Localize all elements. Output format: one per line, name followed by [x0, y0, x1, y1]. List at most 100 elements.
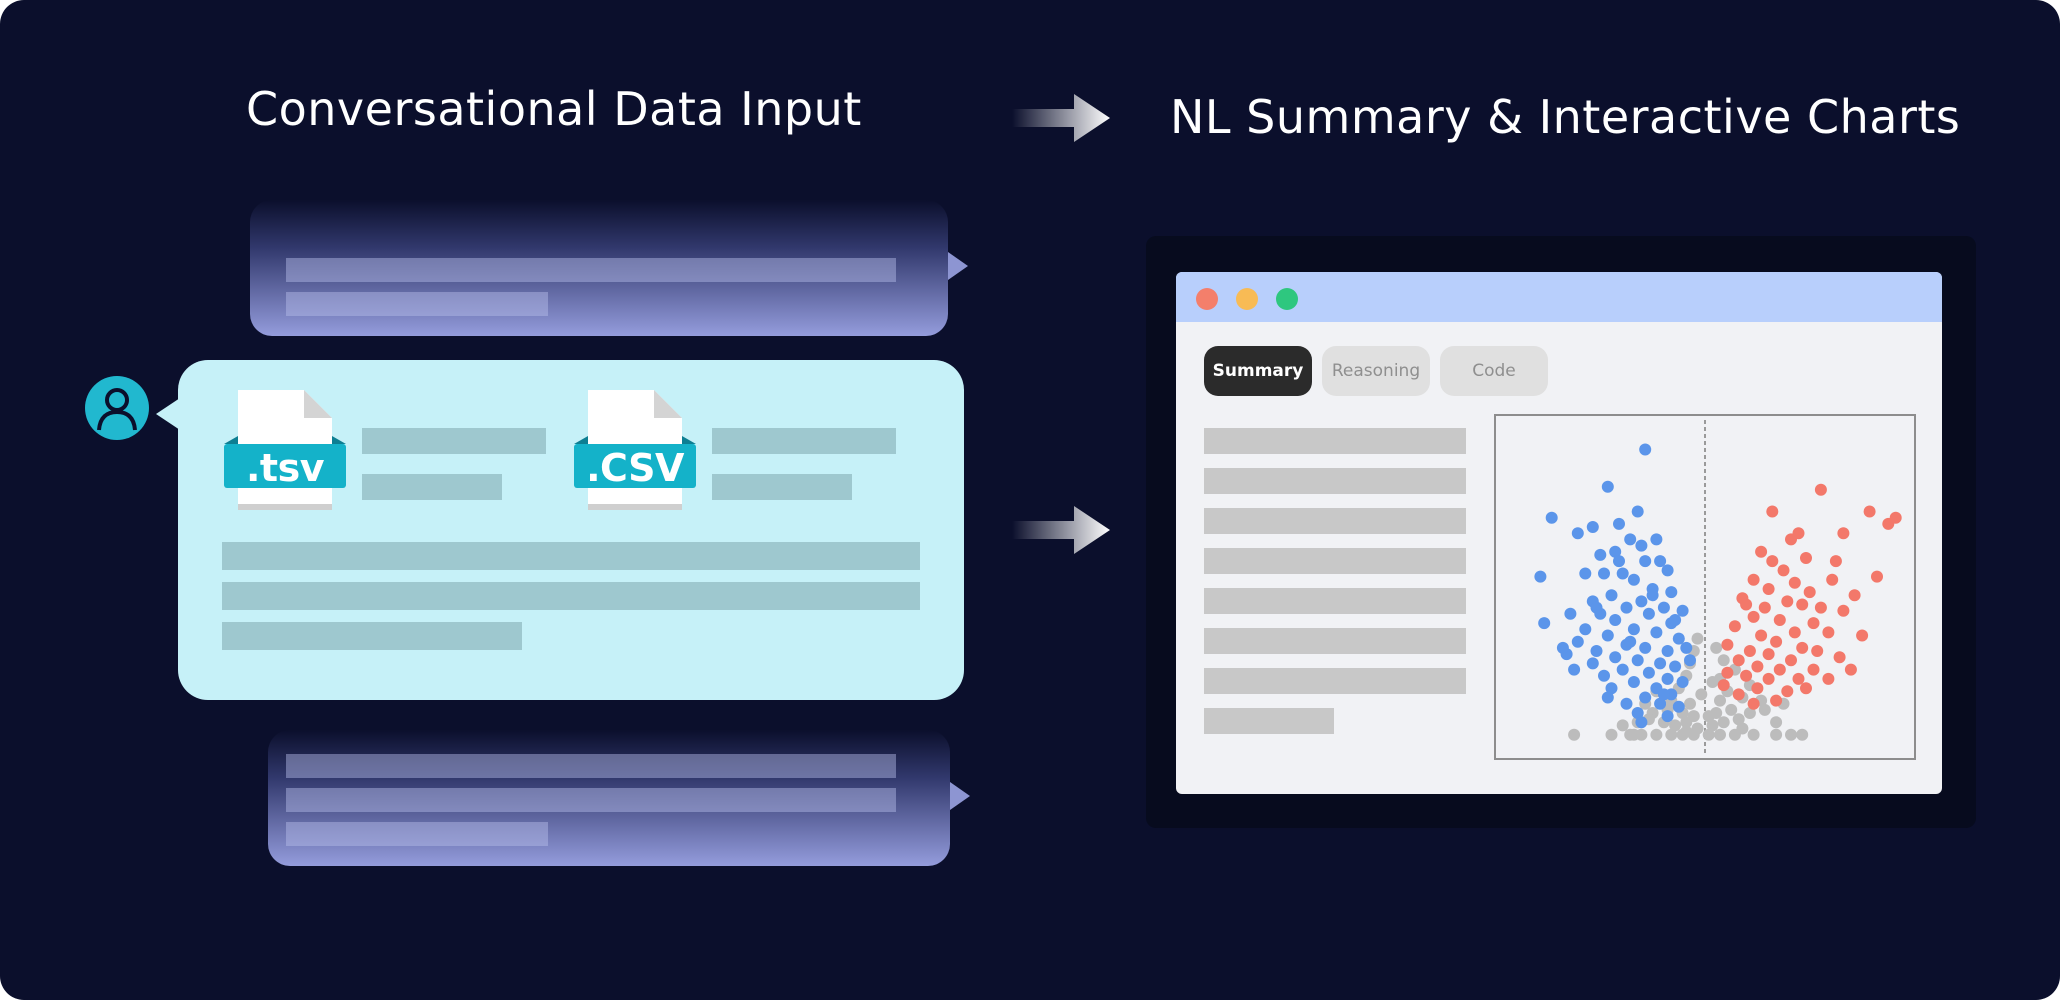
data-point — [1639, 691, 1652, 704]
data-point — [1654, 657, 1667, 670]
data-point — [1650, 533, 1663, 546]
data-point — [1706, 676, 1719, 688]
data-point — [1758, 601, 1771, 614]
data-point — [1762, 648, 1775, 661]
data-point — [1856, 629, 1869, 642]
data-point — [1691, 722, 1704, 735]
tab-reasoning[interactable]: Reasoning — [1322, 346, 1430, 396]
data-point — [1661, 672, 1674, 685]
volcano-plot[interactable] — [1494, 414, 1916, 760]
data-point — [1534, 570, 1547, 583]
data-point — [1650, 728, 1663, 741]
data-point — [1620, 601, 1633, 614]
data-point — [1687, 710, 1700, 723]
document-file-icon — [574, 390, 696, 510]
data-point — [1751, 682, 1764, 695]
file-name-placeholder — [362, 428, 546, 454]
data-point — [1777, 564, 1790, 577]
data-point — [1676, 676, 1689, 688]
data-point — [1598, 567, 1610, 580]
data-point — [1762, 672, 1775, 685]
user-avatar-icon — [85, 376, 149, 440]
data-point — [1601, 480, 1614, 493]
tsv-file-attachment[interactable]: .tsv — [224, 390, 346, 514]
arrow-right-icon — [1012, 94, 1110, 142]
data-point — [1822, 626, 1835, 639]
data-point — [1770, 716, 1783, 729]
data-point — [1706, 719, 1719, 732]
data-point — [1627, 573, 1640, 586]
data-point — [1579, 567, 1592, 580]
data-point — [1631, 654, 1644, 667]
data-point — [1590, 601, 1603, 614]
data-point — [1624, 635, 1637, 648]
data-point — [1743, 707, 1756, 719]
previous-message-bubble — [250, 200, 948, 336]
data-point — [1770, 635, 1783, 648]
minimize-window-button[interactable] — [1236, 288, 1258, 310]
data-point — [1605, 728, 1618, 741]
maximize-window-button[interactable] — [1276, 288, 1298, 310]
summary-text-placeholder — [1204, 508, 1466, 534]
data-point — [1740, 598, 1753, 611]
data-points — [1534, 443, 1902, 741]
data-point — [1676, 604, 1689, 617]
data-point — [1609, 545, 1622, 558]
data-point — [1642, 666, 1655, 679]
bubble-tail — [156, 398, 180, 430]
message-text-placeholder — [222, 582, 920, 610]
data-point — [1661, 645, 1674, 657]
data-point — [1639, 641, 1652, 654]
data-point — [1844, 663, 1857, 676]
data-point — [1755, 629, 1768, 642]
data-point — [1684, 654, 1696, 667]
data-point — [1598, 669, 1610, 682]
data-point — [1545, 511, 1558, 524]
data-point — [1792, 527, 1805, 540]
data-point — [1743, 645, 1756, 657]
bubble-tail — [950, 782, 970, 810]
data-point — [1732, 688, 1745, 701]
message-text-placeholder — [286, 292, 548, 316]
data-point — [1624, 728, 1637, 741]
data-point — [1613, 555, 1625, 568]
user-message-bubble: .tsv .CSV — [178, 360, 964, 700]
data-point — [1594, 548, 1607, 561]
data-point — [1732, 654, 1745, 667]
file-size-placeholder — [362, 474, 502, 500]
file-size-placeholder — [712, 474, 852, 500]
data-point — [1833, 651, 1846, 664]
data-point — [1579, 623, 1592, 636]
data-point — [1631, 707, 1644, 719]
tab-code[interactable]: Code — [1440, 346, 1548, 396]
data-point — [1695, 688, 1708, 701]
data-point — [1837, 604, 1850, 617]
data-point — [1635, 595, 1648, 608]
conversational-input-heading: Conversational Data Input — [246, 82, 862, 136]
data-point — [1568, 663, 1581, 676]
data-point — [1586, 657, 1599, 670]
data-point — [1620, 697, 1633, 710]
summary-text-placeholder — [1204, 628, 1466, 654]
data-point — [1785, 728, 1797, 741]
data-point — [1702, 710, 1715, 723]
data-point — [1642, 607, 1655, 620]
data-point — [1556, 641, 1569, 654]
data-point — [1613, 517, 1625, 530]
tab-summary[interactable]: Summary — [1204, 346, 1312, 396]
data-point — [1829, 555, 1842, 568]
data-point — [1717, 716, 1730, 729]
data-point — [1781, 685, 1794, 698]
data-point — [1616, 719, 1629, 732]
data-point — [1721, 638, 1734, 651]
data-point — [1616, 663, 1629, 676]
data-point — [1889, 511, 1902, 524]
data-point — [1710, 641, 1723, 654]
close-window-button[interactable] — [1196, 288, 1218, 310]
summary-text-placeholder — [1204, 548, 1466, 574]
data-point — [1654, 697, 1667, 710]
data-point — [1755, 545, 1768, 558]
csv-file-attachment[interactable]: .CSV — [574, 390, 696, 514]
app-window: Summary Reasoning Code — [1176, 272, 1942, 794]
